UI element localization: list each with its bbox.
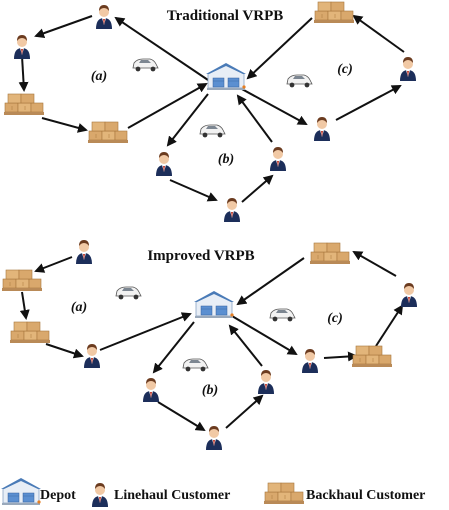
linehaul-customer-icon bbox=[92, 483, 108, 507]
legend-item-depot: Depot bbox=[0, 477, 76, 506]
route-label-b: (b) bbox=[218, 152, 234, 167]
vehicle-icon bbox=[199, 124, 226, 138]
depot-icon bbox=[0, 477, 42, 506]
diagram-title: Improved VRPB bbox=[147, 248, 254, 264]
route-arrows bbox=[19, 251, 404, 432]
route-label-c: (c) bbox=[327, 311, 343, 326]
backhaul-customer-icon bbox=[3, 93, 45, 116]
linehaul-customer-icon bbox=[76, 240, 92, 264]
legend-label-linehaul: Linehaul Customer bbox=[114, 488, 230, 503]
backhaul-customer-icon bbox=[1, 269, 43, 292]
linehaul-customer-icon bbox=[206, 426, 222, 450]
backhaul-customer-icon bbox=[9, 321, 51, 344]
linehaul-customer-icon bbox=[401, 283, 417, 307]
route-label-a: (a) bbox=[71, 300, 87, 315]
backhaul-customer-icon bbox=[309, 242, 351, 265]
linehaul-customer-icon bbox=[224, 198, 240, 222]
legend-label-backhaul: Backhaul Customer bbox=[306, 488, 425, 503]
backhaul-customer-icon bbox=[313, 1, 355, 24]
vehicle-icon bbox=[182, 358, 209, 372]
vehicle-icon bbox=[286, 74, 313, 88]
depot-icon bbox=[193, 290, 235, 319]
linehaul-customer-icon bbox=[302, 349, 318, 373]
backhaul-customer-icon bbox=[87, 121, 129, 144]
linehaul-customer-icon bbox=[96, 5, 112, 29]
backhaul-customer-icon bbox=[263, 482, 305, 505]
linehaul-customer-icon bbox=[156, 152, 172, 176]
linehaul-customer-icon bbox=[143, 378, 159, 402]
vehicle-icon bbox=[115, 286, 142, 300]
legend-label-depot: Depot bbox=[40, 488, 76, 503]
linehaul-customer-icon bbox=[14, 35, 30, 59]
depot-icon bbox=[205, 62, 247, 91]
diagram-traditional: Traditional VRPB bbox=[3, 1, 416, 222]
linehaul-customer-icon bbox=[400, 57, 416, 81]
route-label-a: (a) bbox=[91, 69, 107, 84]
route-label-b: (b) bbox=[202, 383, 218, 398]
legend-item-linehaul: Linehaul Customer bbox=[92, 483, 230, 507]
backhaul-customer-icon bbox=[351, 345, 393, 368]
diagram-improved: Improved VRPB bbox=[1, 240, 417, 450]
vehicle-icon bbox=[132, 58, 159, 72]
linehaul-customer-icon bbox=[270, 147, 286, 171]
diagram-title: Traditional VRPB bbox=[167, 8, 284, 24]
linehaul-customer-icon bbox=[314, 117, 330, 141]
legend-item-backhaul: Backhaul Customer bbox=[263, 482, 425, 505]
linehaul-customer-icon bbox=[84, 344, 100, 368]
vehicle-icon bbox=[269, 308, 296, 322]
route-arrows bbox=[18, 14, 405, 203]
route-label-c: (c) bbox=[337, 62, 353, 77]
legend: Depot Linehaul Customer Backhaul Custome… bbox=[0, 477, 425, 507]
linehaul-customer-icon bbox=[258, 370, 274, 394]
